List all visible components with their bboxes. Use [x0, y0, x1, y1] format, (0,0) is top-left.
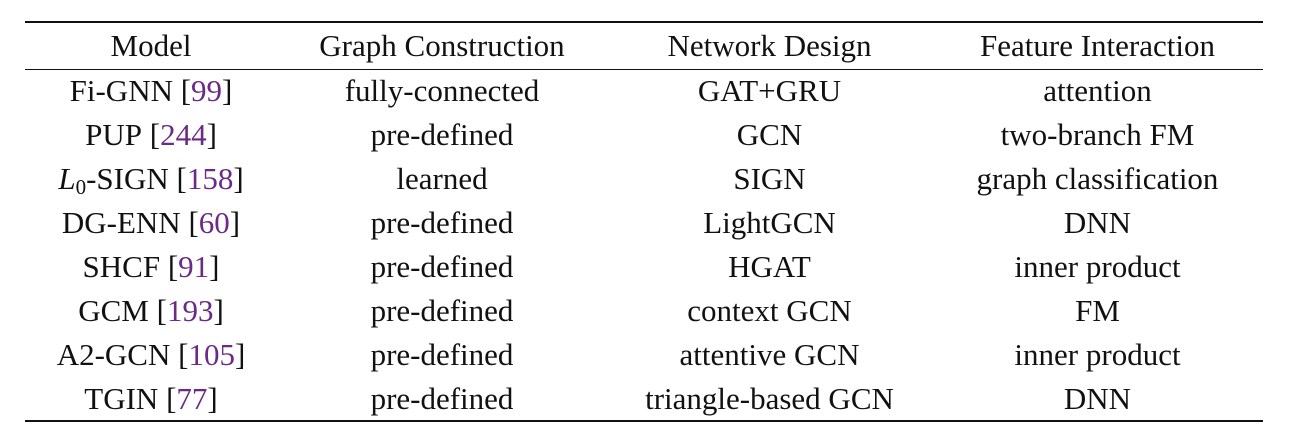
table-header: Model Graph Construction Network Design …	[25, 21, 1263, 70]
cell-network-design: HGAT	[728, 249, 811, 284]
model-name: PUP	[85, 117, 142, 152]
citation-link[interactable]: 91	[178, 249, 210, 284]
citation-link[interactable]: 99	[191, 73, 223, 109]
citation-link[interactable]: 77	[176, 380, 208, 416]
cell-feature-interaction: DNN	[1063, 205, 1132, 240]
header-model: Model	[25, 21, 277, 70]
cell-model: L0-SIGN [158]	[25, 157, 277, 201]
header-network-design: Network Design	[607, 21, 932, 70]
cell-network-design: SIGN	[733, 161, 806, 196]
citation-open-bracket: [	[149, 117, 161, 152]
model-subscript: 0	[75, 175, 87, 199]
citation-link[interactable]: 158	[186, 161, 234, 196]
cell-model: TGIN [77]	[25, 377, 277, 422]
model-name-suffix: -SIGN	[86, 161, 169, 196]
citation-link[interactable]: 60	[198, 205, 230, 240]
cell-feature-interaction: FM	[1075, 293, 1120, 328]
citation-close-bracket: ]	[229, 205, 241, 240]
citation-close-bracket: ]	[233, 161, 244, 196]
cell-graph-construction: fully-connected	[344, 73, 540, 109]
model-name: DG-ENN	[61, 205, 181, 240]
cell-network-design: attentive GCN	[679, 337, 860, 372]
model-comparison-table: Model Graph Construction Network Design …	[25, 21, 1263, 422]
citation-open-bracket: [	[167, 249, 179, 284]
cell-model: GCM [193]	[25, 289, 277, 333]
citation-close-bracket: ]	[222, 73, 233, 109]
table-body: Fi-GNN [99] fully-connected GAT+GRU attenti…	[25, 69, 1263, 422]
cell-model: Fi-GNN [99]	[25, 69, 277, 113]
cell-feature-interaction: graph classification	[976, 161, 1219, 196]
cell-graph-construction: pre-defined	[370, 293, 514, 328]
citation-close-bracket: ]	[213, 293, 224, 328]
model-name: SHCF	[82, 249, 161, 284]
cell-network-design: context GCN	[687, 293, 852, 328]
model-name: GCM	[78, 293, 149, 328]
cell-graph-construction: pre-defined	[370, 205, 514, 240]
citation-close-bracket: ]	[207, 380, 218, 416]
cell-network-design: triangle-based GCN	[607, 377, 932, 422]
model-name: TGIN	[84, 380, 159, 416]
cell-network-design: GCN	[736, 117, 803, 152]
header-feature-interaction: Feature Interaction	[932, 21, 1263, 70]
table-container: Model Graph Construction Network Design …	[25, 21, 1263, 422]
cell-graph-construction: pre-defined	[370, 117, 514, 152]
header-graph-construction: Graph Construction	[277, 21, 607, 70]
cell-model: DG-ENN [60]	[25, 201, 277, 245]
header-row: Model Graph Construction Network Design …	[25, 21, 1263, 70]
cell-feature-interaction: inner product	[1014, 337, 1181, 372]
citation-open-bracket: [	[176, 161, 187, 196]
citation-link[interactable]: 193	[166, 293, 214, 328]
citation-close-bracket: ]	[234, 337, 246, 372]
cell-feature-interaction: attention	[1043, 73, 1152, 109]
model-name: Fi-GNN	[69, 73, 173, 109]
cell-graph-construction: pre-defined	[277, 377, 607, 422]
cell-model: PUP [244]	[25, 113, 277, 157]
cell-feature-interaction: two-branch FM	[1000, 117, 1195, 152]
citation-link[interactable]: 105	[188, 337, 235, 372]
citation-close-bracket: ]	[209, 249, 220, 284]
model-name: L	[58, 161, 76, 196]
cell-graph-construction: pre-defined	[370, 337, 514, 372]
cell-graph-construction: pre-defined	[370, 249, 514, 284]
table-row: PUP [244] pre-defined GCN two-branch FM	[25, 113, 1263, 157]
table-row: L0-SIGN [158] learned SIGN graph classifica…	[25, 157, 1263, 201]
cell-network-design: LightGCN	[703, 205, 836, 240]
cell-network-design: GAT+GRU	[697, 73, 842, 109]
cell-model: SHCF [91]	[25, 245, 277, 289]
citation-open-bracket: [	[166, 380, 177, 416]
table-row: GCM [193] pre-defined context GCN FM	[25, 289, 1263, 333]
cell-model: A2-GCN [105]	[25, 333, 277, 377]
citation-link[interactable]: 244	[160, 117, 207, 152]
cell-feature-interaction: DNN	[932, 377, 1263, 422]
table-row: Fi-GNN [99] fully-connected GAT+GRU attenti…	[25, 69, 1263, 113]
table-row: A2-GCN [105] pre-defined attentive GCN inne…	[25, 333, 1263, 377]
table-row: SHCF [91] pre-defined HGAT inner product	[25, 245, 1263, 289]
table-row: DG-ENN [60] pre-defined LightGCN DNN	[25, 201, 1263, 245]
citation-open-bracket: [	[178, 337, 189, 372]
cell-graph-construction: learned	[396, 161, 488, 196]
citation-open-bracket: [	[188, 205, 199, 240]
cell-feature-interaction: inner product	[1014, 249, 1181, 284]
citation-open-bracket: [	[180, 73, 192, 109]
citation-open-bracket: [	[156, 293, 167, 328]
model-name: A2-GCN	[56, 337, 171, 372]
citation-close-bracket: ]	[206, 117, 217, 152]
